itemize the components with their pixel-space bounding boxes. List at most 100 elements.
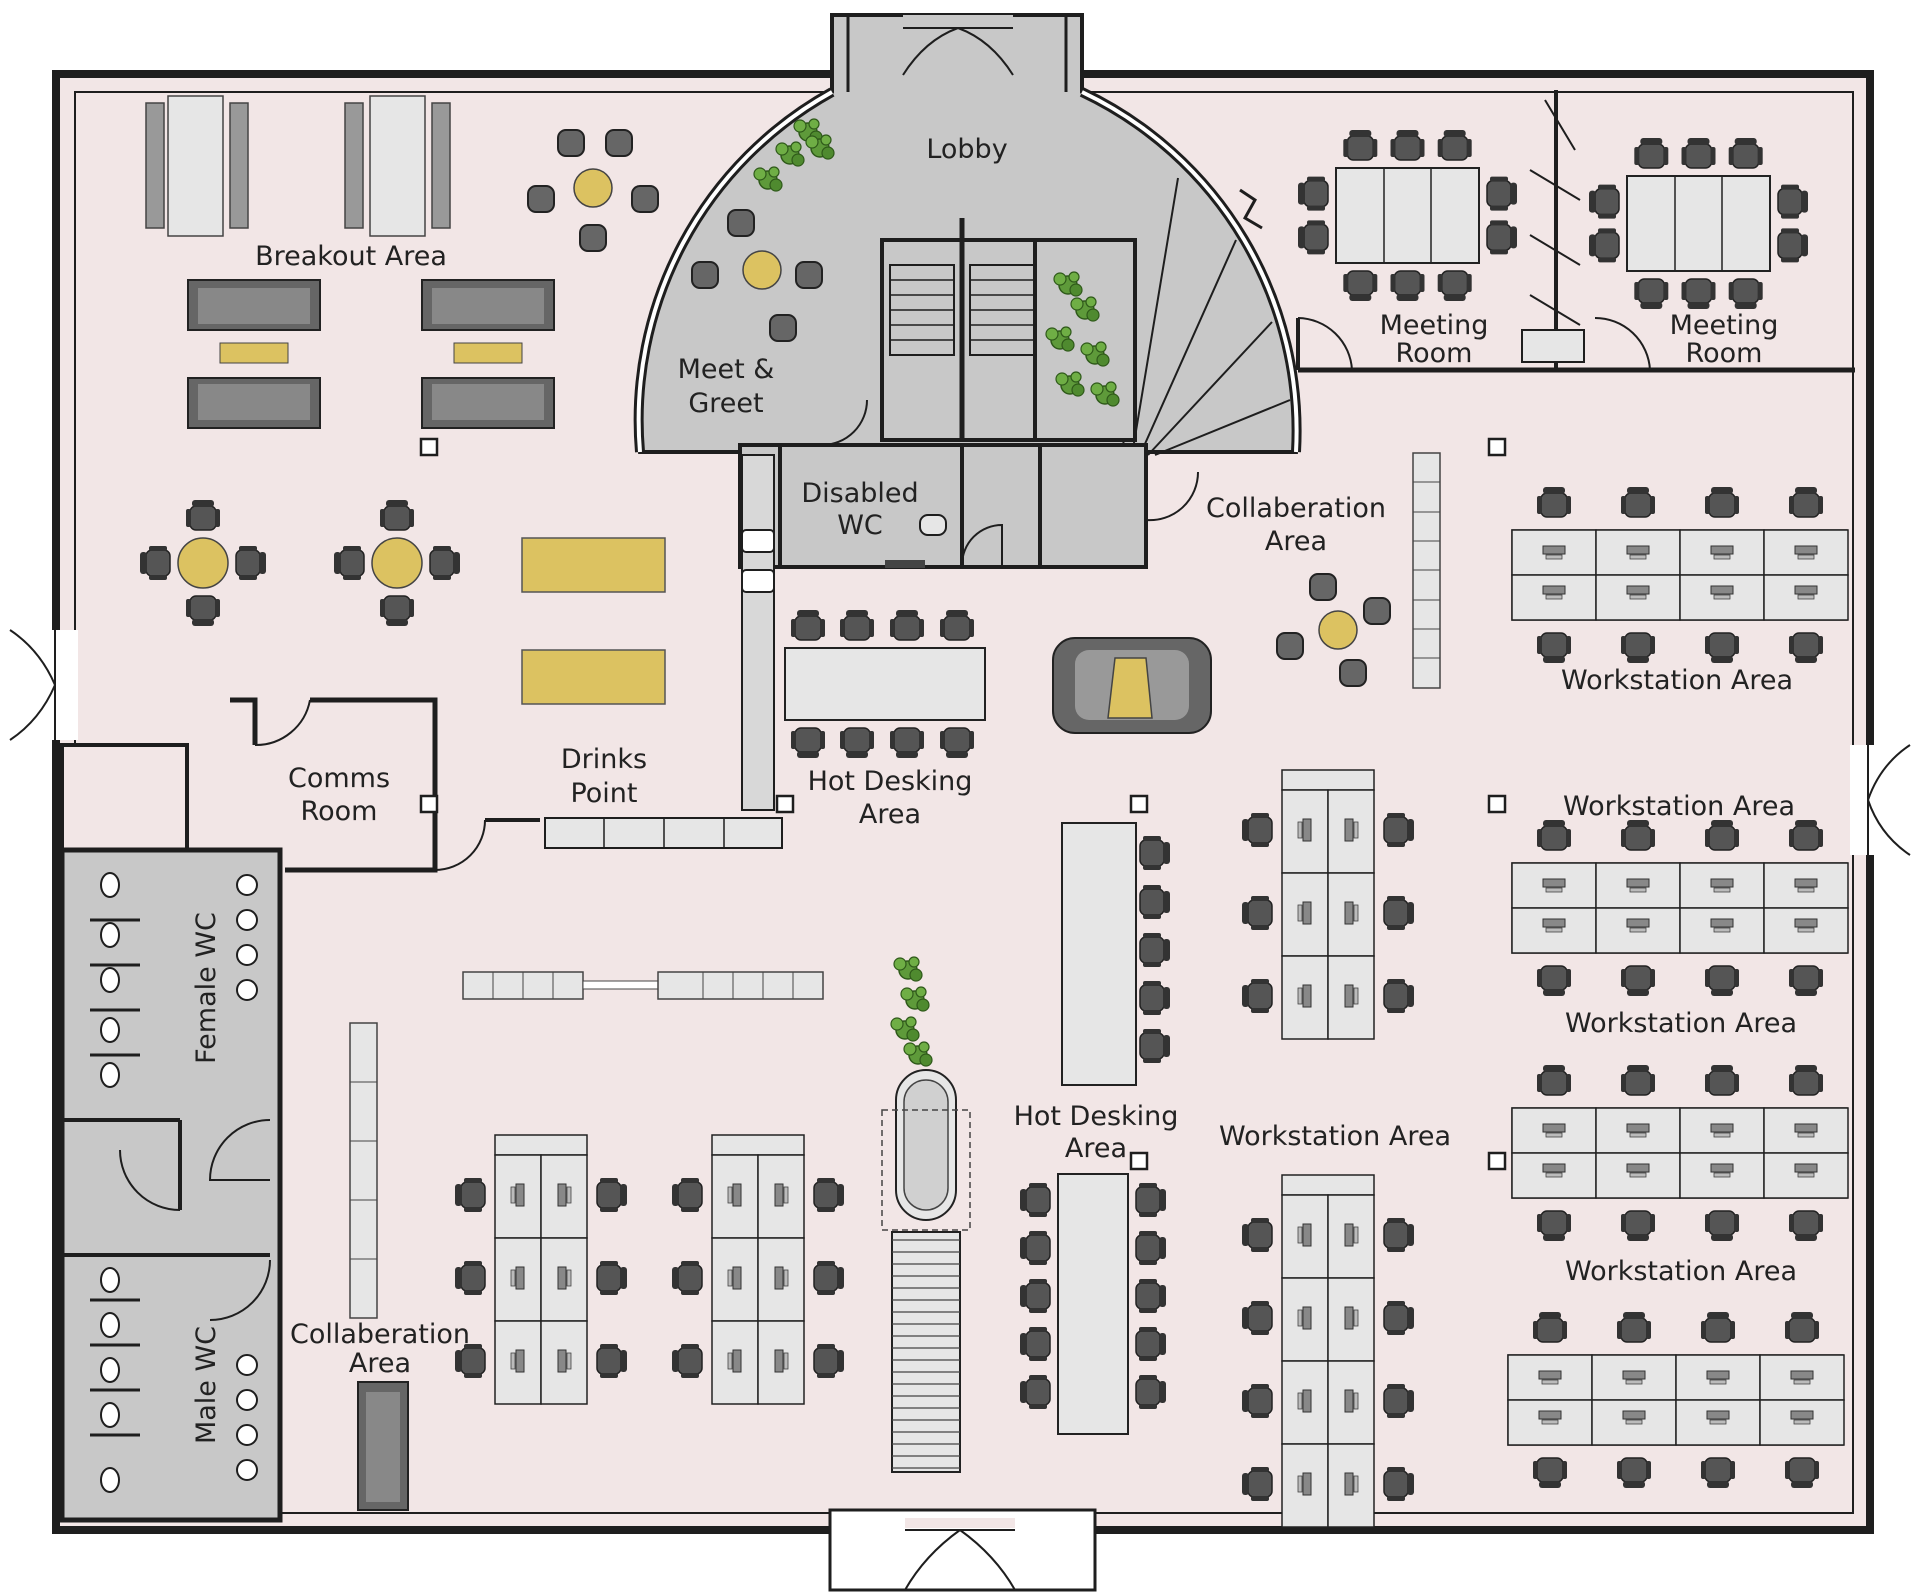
meeting-room-b-label-1: Meeting <box>1670 310 1779 341</box>
yellow-benches <box>521 537 666 705</box>
meeting-room-a-label-1: Meeting <box>1380 310 1489 341</box>
monitor-icon <box>1710 545 1734 560</box>
drinks-point-counter <box>544 454 783 849</box>
collab-top-label-2: Area <box>1265 526 1327 557</box>
monitor-icon <box>1344 1389 1359 1413</box>
monitor-icon <box>1790 1370 1814 1385</box>
collab-table-top <box>1276 573 1391 687</box>
hot-desk-top-label-2: Area <box>859 799 921 830</box>
monitor-icon <box>1790 1410 1814 1425</box>
wc-block <box>59 847 283 1523</box>
workstation-desk <box>1281 1277 1329 1362</box>
monitor-icon <box>1344 818 1359 842</box>
monitor-icon <box>1710 918 1734 933</box>
hot-desk-mid-label-1: Hot Desking <box>1014 1101 1179 1132</box>
monitor-icon <box>1626 918 1650 933</box>
monitor-icon <box>1626 878 1650 893</box>
disabled-wc-label-1: Disabled <box>801 478 918 509</box>
monitor-icon <box>1626 585 1650 600</box>
south-entrance-door[interactable] <box>828 1508 1097 1592</box>
monitor-icon <box>1344 984 1359 1008</box>
monitor-icon <box>727 1349 742 1373</box>
comms-room-label-1: Comms <box>288 763 390 794</box>
monitor-icon <box>1626 1123 1650 1138</box>
monitor-icon <box>1706 1370 1730 1385</box>
monitor-icon <box>1297 1472 1312 1496</box>
monitor-icon <box>1710 878 1734 893</box>
monitor-icon <box>1794 1163 1818 1178</box>
monitor-icon <box>1538 1370 1562 1385</box>
monitor-icon <box>1542 585 1566 600</box>
meeting-rooms <box>1296 90 1855 373</box>
monitor-icon <box>1794 585 1818 600</box>
monitor-icon <box>1622 1410 1646 1425</box>
collab-bottom-label-2: Area <box>349 1348 411 1379</box>
workstation-desk <box>711 1320 759 1405</box>
male-wc-label: Male WC <box>191 1326 222 1444</box>
monitor-icon <box>1542 918 1566 933</box>
workstation-desk <box>757 1320 805 1405</box>
collab-top-label-1: Collaberation <box>1206 493 1386 524</box>
monitor-icon <box>1706 1410 1730 1425</box>
female-wc-label: Female WC <box>191 912 222 1064</box>
monitor-icon <box>1710 585 1734 600</box>
booth <box>1052 637 1212 734</box>
disabled-wc-room <box>738 399 1200 569</box>
structural-columns <box>419 437 1507 1171</box>
monitor-icon <box>1794 878 1818 893</box>
monitor-icon <box>1344 1472 1359 1496</box>
workstation-right-label-3: Workstation Area <box>1565 1008 1797 1039</box>
workstation-end-panel <box>1281 1174 1375 1196</box>
comms-room-label-2: Room <box>301 796 378 827</box>
workstation-center-label: Workstation Area <box>1219 1121 1451 1152</box>
workstation-blocks <box>454 486 1849 1528</box>
monitor-icon <box>727 1183 742 1207</box>
storage-unit-top <box>1412 452 1441 689</box>
monitor-icon <box>1542 878 1566 893</box>
monitor-icon <box>1710 1163 1734 1178</box>
breakout-sofas <box>187 279 555 429</box>
meet-greet-label-2: Greet <box>688 388 763 419</box>
workstation-desk <box>1507 1354 1593 1401</box>
workstation-right-label-4: Workstation Area <box>1565 1256 1797 1287</box>
monitor-icon <box>727 1266 742 1290</box>
monitor-icon <box>1542 545 1566 560</box>
monitor-icon <box>1542 1163 1566 1178</box>
drinks-point-label-2: Point <box>570 778 637 809</box>
monitor-icon <box>557 1349 572 1373</box>
monitor-icon <box>1622 1370 1646 1385</box>
monitor-icon <box>510 1266 525 1290</box>
monitor-icon <box>774 1183 789 1207</box>
monitor-icon <box>1794 545 1818 560</box>
collab-bottom-label-1: Collaberation <box>290 1319 470 1350</box>
monitor-icon <box>1344 1306 1359 1330</box>
monitor-icon <box>1542 1123 1566 1138</box>
monitor-icon <box>1297 1389 1312 1413</box>
monitor-icon <box>1794 918 1818 933</box>
monitor-icon <box>1794 1123 1818 1138</box>
stair-core <box>880 218 1137 442</box>
workstation-desk <box>1759 1399 1845 1446</box>
meeting-room-b-label-2: Room <box>1686 338 1763 369</box>
disabled-wc-label-2: WC <box>837 510 883 541</box>
monitor-icon <box>1626 1163 1650 1178</box>
east-entrance-door[interactable] <box>1850 744 1911 856</box>
drinks-point-label-1: Drinks <box>561 744 647 775</box>
breakout-tables <box>145 95 451 237</box>
round-tables-breakout <box>139 499 461 627</box>
workstation-end-panel <box>711 1134 805 1156</box>
west-entrance-door[interactable] <box>9 629 78 741</box>
monitor-icon <box>1297 818 1312 842</box>
hot-desk-top <box>784 647 986 721</box>
monitor-icon <box>1344 901 1359 925</box>
monitor-icon <box>510 1349 525 1373</box>
monitor-icon <box>1538 1410 1562 1425</box>
monitor-icon <box>1710 1123 1734 1138</box>
hot-desk-vertical-lower <box>1057 1173 1129 1435</box>
hot-desk-top-label-1: Hot Desking <box>808 766 973 797</box>
monitor-icon <box>1626 545 1650 560</box>
round-table-top <box>527 129 659 252</box>
workstation-end-panel <box>1281 769 1375 791</box>
monitor-icon <box>1297 1306 1312 1330</box>
